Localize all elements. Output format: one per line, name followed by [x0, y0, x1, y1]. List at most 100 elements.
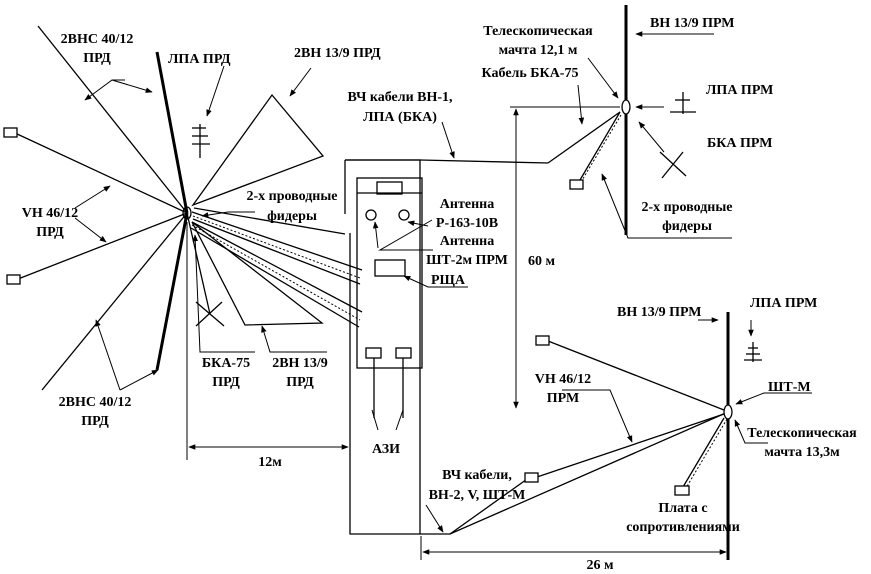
left-vh-arm-bottom — [17, 212, 188, 280]
left-feeders-label-l1: 2-х проводные — [246, 189, 337, 204]
tr-bka-label: БКА ПРМ — [707, 136, 772, 151]
br-distance-label: 26 м — [586, 558, 614, 573]
left-feeders-pointer — [201, 211, 255, 218]
left-bka-label-l2: ПРД — [212, 375, 240, 390]
hf-cables-top-label-l2: ЛПА (БКА) — [363, 110, 437, 125]
tr-feeder-end-block — [569, 179, 584, 190]
left-vh-pointer-bottom — [74, 217, 107, 243]
sht2m-label-l1: Антенна — [440, 234, 494, 249]
azi-block-left — [365, 347, 382, 359]
tr-bka-cross-b — [661, 151, 684, 179]
br-resistor-plate — [674, 485, 690, 496]
left-2vns-top-arm-a — [37, 25, 188, 214]
left-lpa-label: ЛПА ПРД — [168, 52, 231, 67]
br-vh-pointer — [562, 389, 633, 443]
tr-mast-hub — [621, 99, 631, 115]
br-plate-feed-a — [682, 417, 725, 488]
br-plate-label-l2: сопротивлениями — [626, 520, 740, 535]
left-2vns-top-pointer-b — [111, 79, 153, 93]
br-vh-insulator-bottom — [524, 472, 539, 483]
tr-distance-label: 60 м — [528, 254, 556, 269]
left-2vn-bottom-pointer — [261, 325, 327, 353]
left-bka-cross-b — [195, 301, 223, 327]
station-equipment-rack — [356, 177, 423, 369]
hf-cables-bottom-label-l1: ВЧ кабели, — [442, 468, 512, 483]
left-2vns-top-pointer-a — [84, 79, 125, 101]
br-sht-pointer — [735, 392, 812, 405]
tr-lpa-symbol — [670, 92, 696, 114]
br-sht-label: ШТ-М — [768, 380, 811, 395]
hf-cables-bottom-pointer — [425, 504, 444, 533]
br-vh-arm-top — [547, 340, 725, 411]
left-feeders-label-l2: фидеры — [267, 209, 317, 224]
left-bka-feed — [186, 212, 211, 315]
left-2vns-bottom-arm-a — [41, 212, 188, 391]
br-vh-label-l1: VH 46/12 — [535, 372, 591, 387]
sht2m-label-l2: ШТ-2м ПРМ — [426, 253, 508, 268]
br-vh-label-l2: ПРМ — [547, 391, 579, 406]
azi-block-right — [395, 347, 412, 359]
r163-pointer — [372, 221, 379, 249]
left-2vns-top-arm-b — [155, 51, 189, 214]
sht2m-antenna-jack — [398, 209, 410, 221]
br-mast-hub — [723, 404, 733, 420]
azi-pointer — [371, 409, 404, 431]
br-lpa-symbol — [744, 342, 762, 362]
left-bka-pointer — [192, 234, 255, 353]
left-2vns-bottom-label-l1: 2ВНС 40/12 — [59, 395, 132, 410]
tr-feeders-label-l2: фидеры — [662, 219, 712, 234]
left-bka-cross-a — [195, 301, 225, 327]
top-right-receive-site — [510, 5, 732, 409]
left-2vn-top-label: 2ВН 13/9 ПРД — [294, 46, 381, 61]
rack-top-block — [376, 181, 403, 195]
left-distance-label: 12м — [258, 455, 282, 470]
br-mast-pointer — [734, 419, 768, 444]
hf-cable-top-run — [345, 159, 549, 164]
br-mast-label-l1: Телескопическая — [747, 426, 857, 441]
left-2vn-top-pointer — [289, 67, 312, 97]
left-2vns-bottom-arm-b — [155, 212, 189, 371]
left-lpa-symbol — [192, 124, 210, 158]
br-lpa-label: ЛПА ПРМ — [750, 296, 817, 311]
left-2vns-bottom-pointer-a — [95, 319, 121, 391]
hf-cables-top-pointer — [441, 121, 455, 159]
br-plate-feed-hatch — [685, 418, 728, 489]
bottom-right-receive-site — [420, 312, 812, 560]
rscha-label: РЩА — [431, 273, 466, 288]
left-vh-label-l2: ПРД — [36, 225, 64, 240]
left-vh-insulator-top — [3, 127, 18, 138]
hf-cables-top-label-l1: ВЧ кабели ВН-1, — [347, 90, 452, 105]
br-vn-label: ВН 13/9 ПРМ — [617, 305, 702, 320]
tr-mast-label-l2: мачта 12,1 м — [499, 43, 578, 58]
left-transmit-site — [3, 25, 363, 460]
tr-mast-pointer — [587, 57, 619, 99]
left-vh-arm-top — [14, 132, 188, 214]
tr-mast-label-l1: Телескопическая — [483, 24, 593, 39]
br-mast-label-l2: мачта 13,3м — [764, 445, 840, 460]
central-station — [344, 121, 729, 535]
left-2vn-top-triangle — [191, 93, 325, 207]
azi-label: АЗИ — [372, 442, 400, 457]
br-plate-label-l1: Плата с — [658, 501, 707, 516]
left-vh-pointer-top — [74, 185, 111, 209]
left-2vns-top-label-l1: 2ВНС 40/12 — [61, 32, 134, 47]
labels: 2ВНС 40/12 ПРД ЛПА ПРД 2ВН 13/9 ПРД VH 4… — [22, 16, 857, 573]
tr-vn-label: ВН 13/9 ПРМ — [650, 16, 735, 31]
hf-cable-bottom-run-b — [449, 476, 531, 535]
br-vh-insulator-top — [535, 335, 550, 346]
left-vh-label-l1: VH 46/12 — [22, 206, 78, 221]
rscha-pointer — [403, 275, 468, 288]
left-2vns-bottom-pointer-b — [119, 369, 159, 391]
r163-pointer-line — [378, 219, 433, 251]
r163-label-l2: Р-163-10В — [436, 216, 498, 231]
tr-cable-pointer — [577, 84, 585, 125]
left-2vns-bottom-label-l2: ПРД — [81, 414, 109, 429]
left-2vn-bottom-label-l2: ПРД — [286, 375, 314, 390]
tr-feeder-hatch — [580, 114, 622, 183]
rscha-block — [374, 259, 406, 277]
r163-label-l1: Антенна — [440, 197, 494, 212]
sht2m-pointer — [407, 220, 429, 227]
left-lpa-pointer — [206, 65, 225, 117]
br-vh-arm-bottom — [536, 413, 725, 478]
